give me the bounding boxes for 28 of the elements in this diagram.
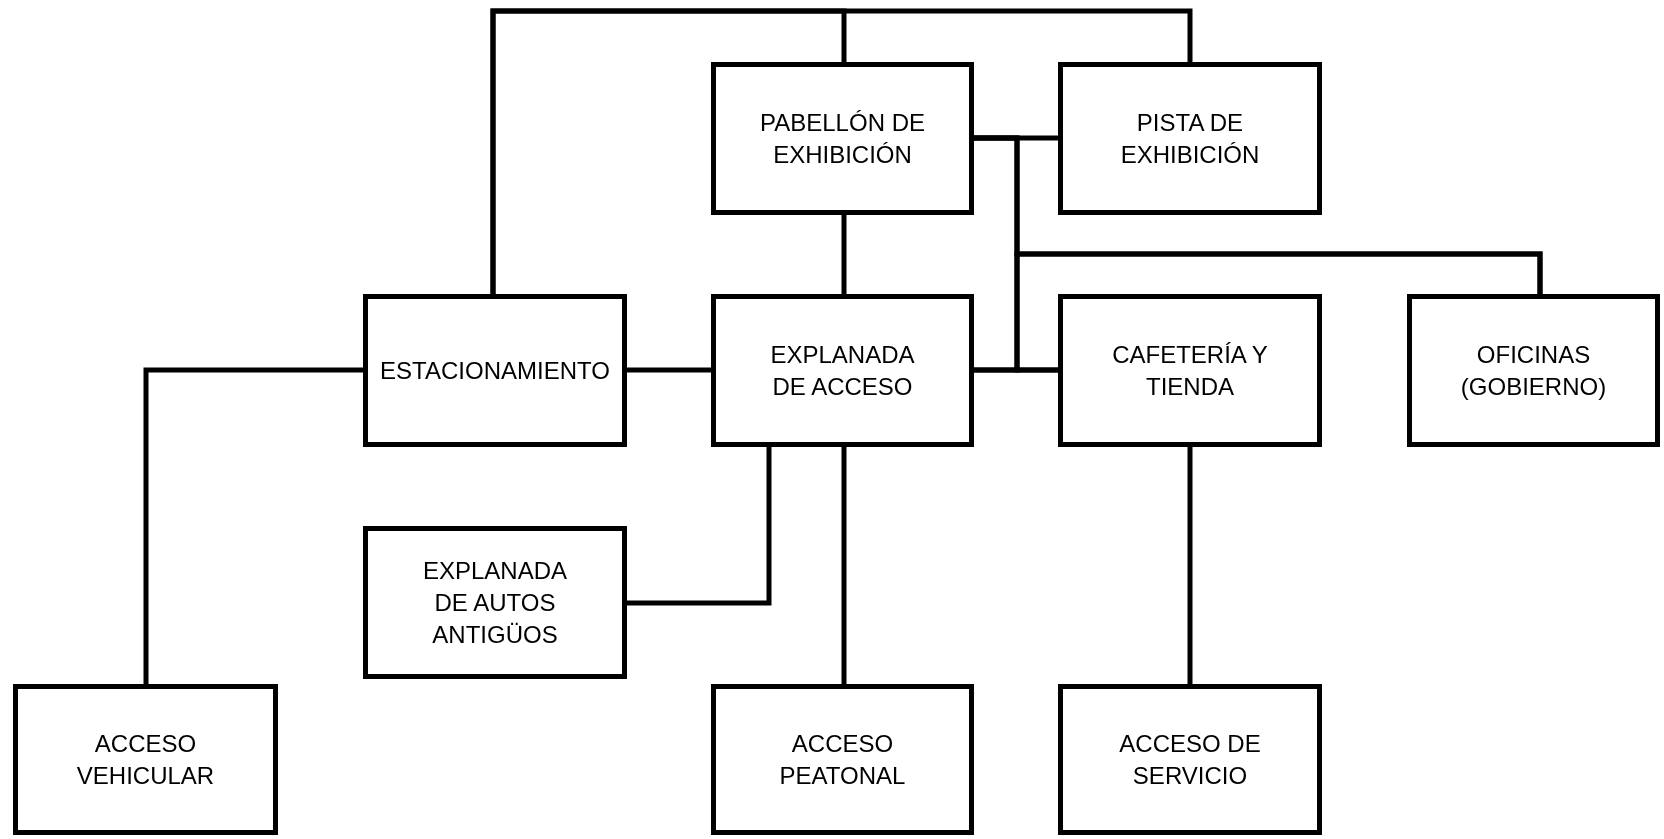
process-box — [711, 294, 974, 447]
connector-line — [627, 447, 772, 606]
connector-line — [143, 367, 363, 684]
box-label: ACCESO PEATONAL — [778, 728, 907, 791]
box-label: CAFETERÍA Y TIENDA — [1111, 339, 1269, 402]
connector-line — [1187, 447, 1193, 684]
process-box — [363, 526, 627, 679]
process-box — [1058, 294, 1322, 447]
process-box — [363, 294, 627, 447]
box-label: PISTA DE EXHIBICIÓN — [1119, 107, 1261, 170]
process-box — [1058, 62, 1322, 215]
connector-line — [490, 8, 1193, 294]
process-box — [1058, 684, 1322, 835]
connector-line — [627, 367, 711, 373]
box-label: EXPLANADA DE AUTOS ANTIGÜOS — [421, 555, 569, 650]
box-label: ACCESO VEHICULAR — [75, 728, 216, 791]
process-box — [13, 684, 278, 835]
connector-line — [841, 447, 847, 684]
process-box — [711, 684, 974, 835]
box-label: EXPLANADA DE ACCESO — [769, 339, 916, 402]
process-box — [711, 62, 974, 215]
box-label: PABELLÓN DE EXHIBICIÓN — [759, 107, 926, 170]
connector-line — [841, 215, 847, 294]
box-label: OFICINAS (GOBIERNO) — [1459, 339, 1608, 402]
connector-line — [974, 367, 1058, 373]
process-box — [1407, 294, 1660, 447]
box-label: ESTACIONAMIENTO — [380, 355, 610, 386]
box-label: ACCESO DE SERVICIO — [1118, 728, 1262, 791]
